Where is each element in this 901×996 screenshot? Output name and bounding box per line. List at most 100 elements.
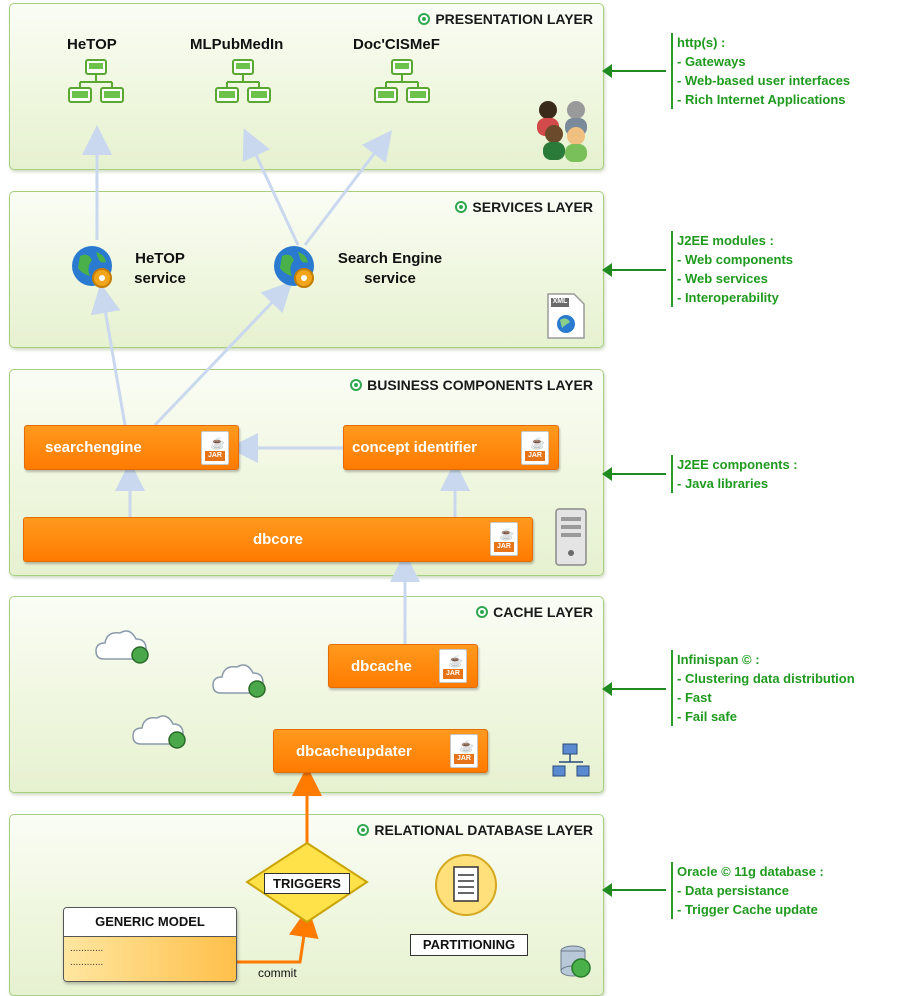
dbcore-label: dbcore bbox=[252, 531, 303, 548]
bullet-icon bbox=[476, 606, 489, 618]
dbcache-component[interactable]: dbcache ☕JAR bbox=[328, 644, 478, 688]
arrow-left-icon bbox=[602, 682, 666, 696]
generic-model-title: GENERIC MODEL bbox=[64, 908, 236, 937]
arrow-left-icon bbox=[602, 263, 666, 277]
note-title: J2EE components : bbox=[677, 457, 798, 472]
jar-tag: JAR bbox=[443, 669, 463, 679]
app-label-mlpubmedin: MLPubMedIn bbox=[190, 36, 284, 53]
bullet-icon bbox=[418, 13, 431, 25]
globe-gear-icon bbox=[72, 246, 112, 288]
users-group-icon bbox=[537, 101, 587, 162]
globe-gear-icon bbox=[274, 246, 314, 288]
note-line: - Data persistance bbox=[677, 883, 789, 898]
note-title: Oracle © 11g database : bbox=[677, 864, 824, 879]
server-icon bbox=[555, 508, 587, 566]
note-title: J2EE modules : bbox=[677, 233, 774, 248]
bullet-icon bbox=[357, 824, 370, 836]
dbcacheupdater-component[interactable]: dbcacheupdater ☕JAR bbox=[273, 729, 488, 773]
model-attribute: ............ bbox=[70, 957, 104, 968]
search-service-line1: Search Engine bbox=[337, 250, 443, 267]
database-layer-label: RELATIONAL DATABASE LAYER bbox=[374, 822, 593, 838]
generic-model-box[interactable]: GENERIC MODEL ............ ............ bbox=[63, 907, 237, 982]
jar-tag: JAR bbox=[454, 754, 474, 764]
searchengine-label: searchengine bbox=[45, 439, 142, 456]
dbcache-label: dbcache bbox=[351, 657, 412, 675]
xml-file-label: XML bbox=[552, 298, 568, 305]
hetop-service-label: HeTOP service bbox=[120, 249, 200, 289]
commit-label: commit bbox=[258, 966, 297, 980]
searchengine-component[interactable]: searchengine ☕JAR bbox=[24, 425, 239, 470]
note-cache: Infinispan © : - Clustering data distrib… bbox=[671, 650, 855, 726]
arrow-left-icon bbox=[602, 64, 666, 78]
hetop-service-line2: service bbox=[134, 270, 186, 287]
arrow-left-icon bbox=[602, 467, 666, 481]
database-sync-icon bbox=[560, 945, 591, 978]
arrow-left-icon bbox=[602, 883, 666, 897]
java-jar-icon: ☕JAR bbox=[439, 649, 467, 683]
business-layer-title: BUSINESS COMPONENTS LAYER bbox=[350, 377, 593, 393]
cloud-sync-icon bbox=[212, 664, 266, 698]
note-line: - Web-based user interfaces bbox=[677, 73, 851, 88]
java-jar-icon: ☕JAR bbox=[490, 522, 518, 556]
cache-icons bbox=[95, 630, 590, 777]
java-jar-icon: ☕JAR bbox=[521, 431, 549, 465]
java-jar-icon: ☕JAR bbox=[450, 734, 478, 768]
link-searchengine-to-hetop-service bbox=[90, 283, 127, 426]
hetop-service-line1: HeTOP bbox=[135, 250, 185, 267]
database-layer-title: RELATIONAL DATABASE LAYER bbox=[357, 822, 593, 838]
note-line: - Fast bbox=[677, 690, 712, 705]
note-line: - Trigger Cache update bbox=[677, 902, 818, 917]
note-line: - Interoperability bbox=[677, 290, 779, 305]
network-app-icon bbox=[68, 59, 124, 103]
business-layer-label: BUSINESS COMPONENTS LAYER bbox=[367, 377, 593, 393]
note-line: - Clustering data distribution bbox=[677, 671, 855, 686]
partitioning-label: PARTITIONING bbox=[410, 934, 528, 956]
generic-model-body: ............ ............ bbox=[64, 937, 236, 981]
note-line: - Java libraries bbox=[677, 476, 769, 491]
search-service-line2: service bbox=[364, 270, 416, 287]
jar-tag: JAR bbox=[525, 451, 545, 461]
network-topology-icon bbox=[552, 743, 590, 777]
services-layer-label: SERVICES LAYER bbox=[472, 199, 593, 215]
network-app-icon bbox=[374, 59, 430, 103]
service-icons bbox=[72, 246, 585, 339]
cloud-sync-icon bbox=[132, 715, 186, 749]
note-business: J2EE components : - Java libraries bbox=[671, 455, 798, 493]
model-attribute: ............ bbox=[70, 943, 104, 954]
concept-identifier-component[interactable]: concept identifier ☕JAR bbox=[343, 425, 559, 470]
triggers-label: TRIGGERS bbox=[264, 873, 350, 894]
search-engine-service-label: Search Engine service bbox=[322, 249, 458, 289]
link-search-to-mlpubmed bbox=[242, 128, 300, 246]
services-layer-title: SERVICES LAYER bbox=[455, 199, 593, 215]
app-label-doccismef: Doc'CISMeF bbox=[353, 36, 440, 53]
note-line: - Web components bbox=[677, 252, 794, 267]
dbcore-component[interactable]: dbcore ☕JAR bbox=[23, 517, 533, 562]
presentation-layer-title: PRESENTATION LAYER bbox=[418, 11, 593, 27]
link-model-to-triggers bbox=[237, 907, 319, 964]
cache-layer-title: CACHE LAYER bbox=[476, 604, 593, 620]
note-line: - Web services bbox=[677, 271, 768, 286]
bullet-icon bbox=[350, 379, 363, 391]
app-label-hetop: HeTOP bbox=[67, 36, 117, 53]
dbcacheupdater-label: dbcacheupdater bbox=[296, 742, 412, 760]
note-line: - Fail safe bbox=[677, 709, 737, 724]
presentation-layer-label: PRESENTATION LAYER bbox=[435, 11, 593, 27]
server-icon-wrap bbox=[555, 508, 587, 566]
bullet-icon bbox=[455, 201, 468, 213]
note-services: J2EE modules : - Web components - Web se… bbox=[671, 231, 793, 307]
note-line: - Rich Internet Applications bbox=[677, 92, 846, 107]
jar-tag: JAR bbox=[205, 451, 225, 461]
note-database: Oracle © 11g database : - Data persistan… bbox=[671, 862, 824, 919]
link-searchengine-to-search-service bbox=[153, 281, 293, 427]
cache-layer-label: CACHE LAYER bbox=[493, 604, 593, 620]
document-icon bbox=[435, 854, 497, 916]
app-icons bbox=[68, 59, 587, 162]
cloud-sync-icon bbox=[95, 630, 149, 664]
network-app-icon bbox=[215, 59, 271, 103]
concept-identifier-label: concept identifier bbox=[352, 439, 478, 456]
note-presentation: http(s) : - Gateways - Web-based user in… bbox=[671, 33, 850, 109]
note-line: - Gateways bbox=[677, 54, 746, 69]
xml-file-icon bbox=[547, 293, 585, 339]
